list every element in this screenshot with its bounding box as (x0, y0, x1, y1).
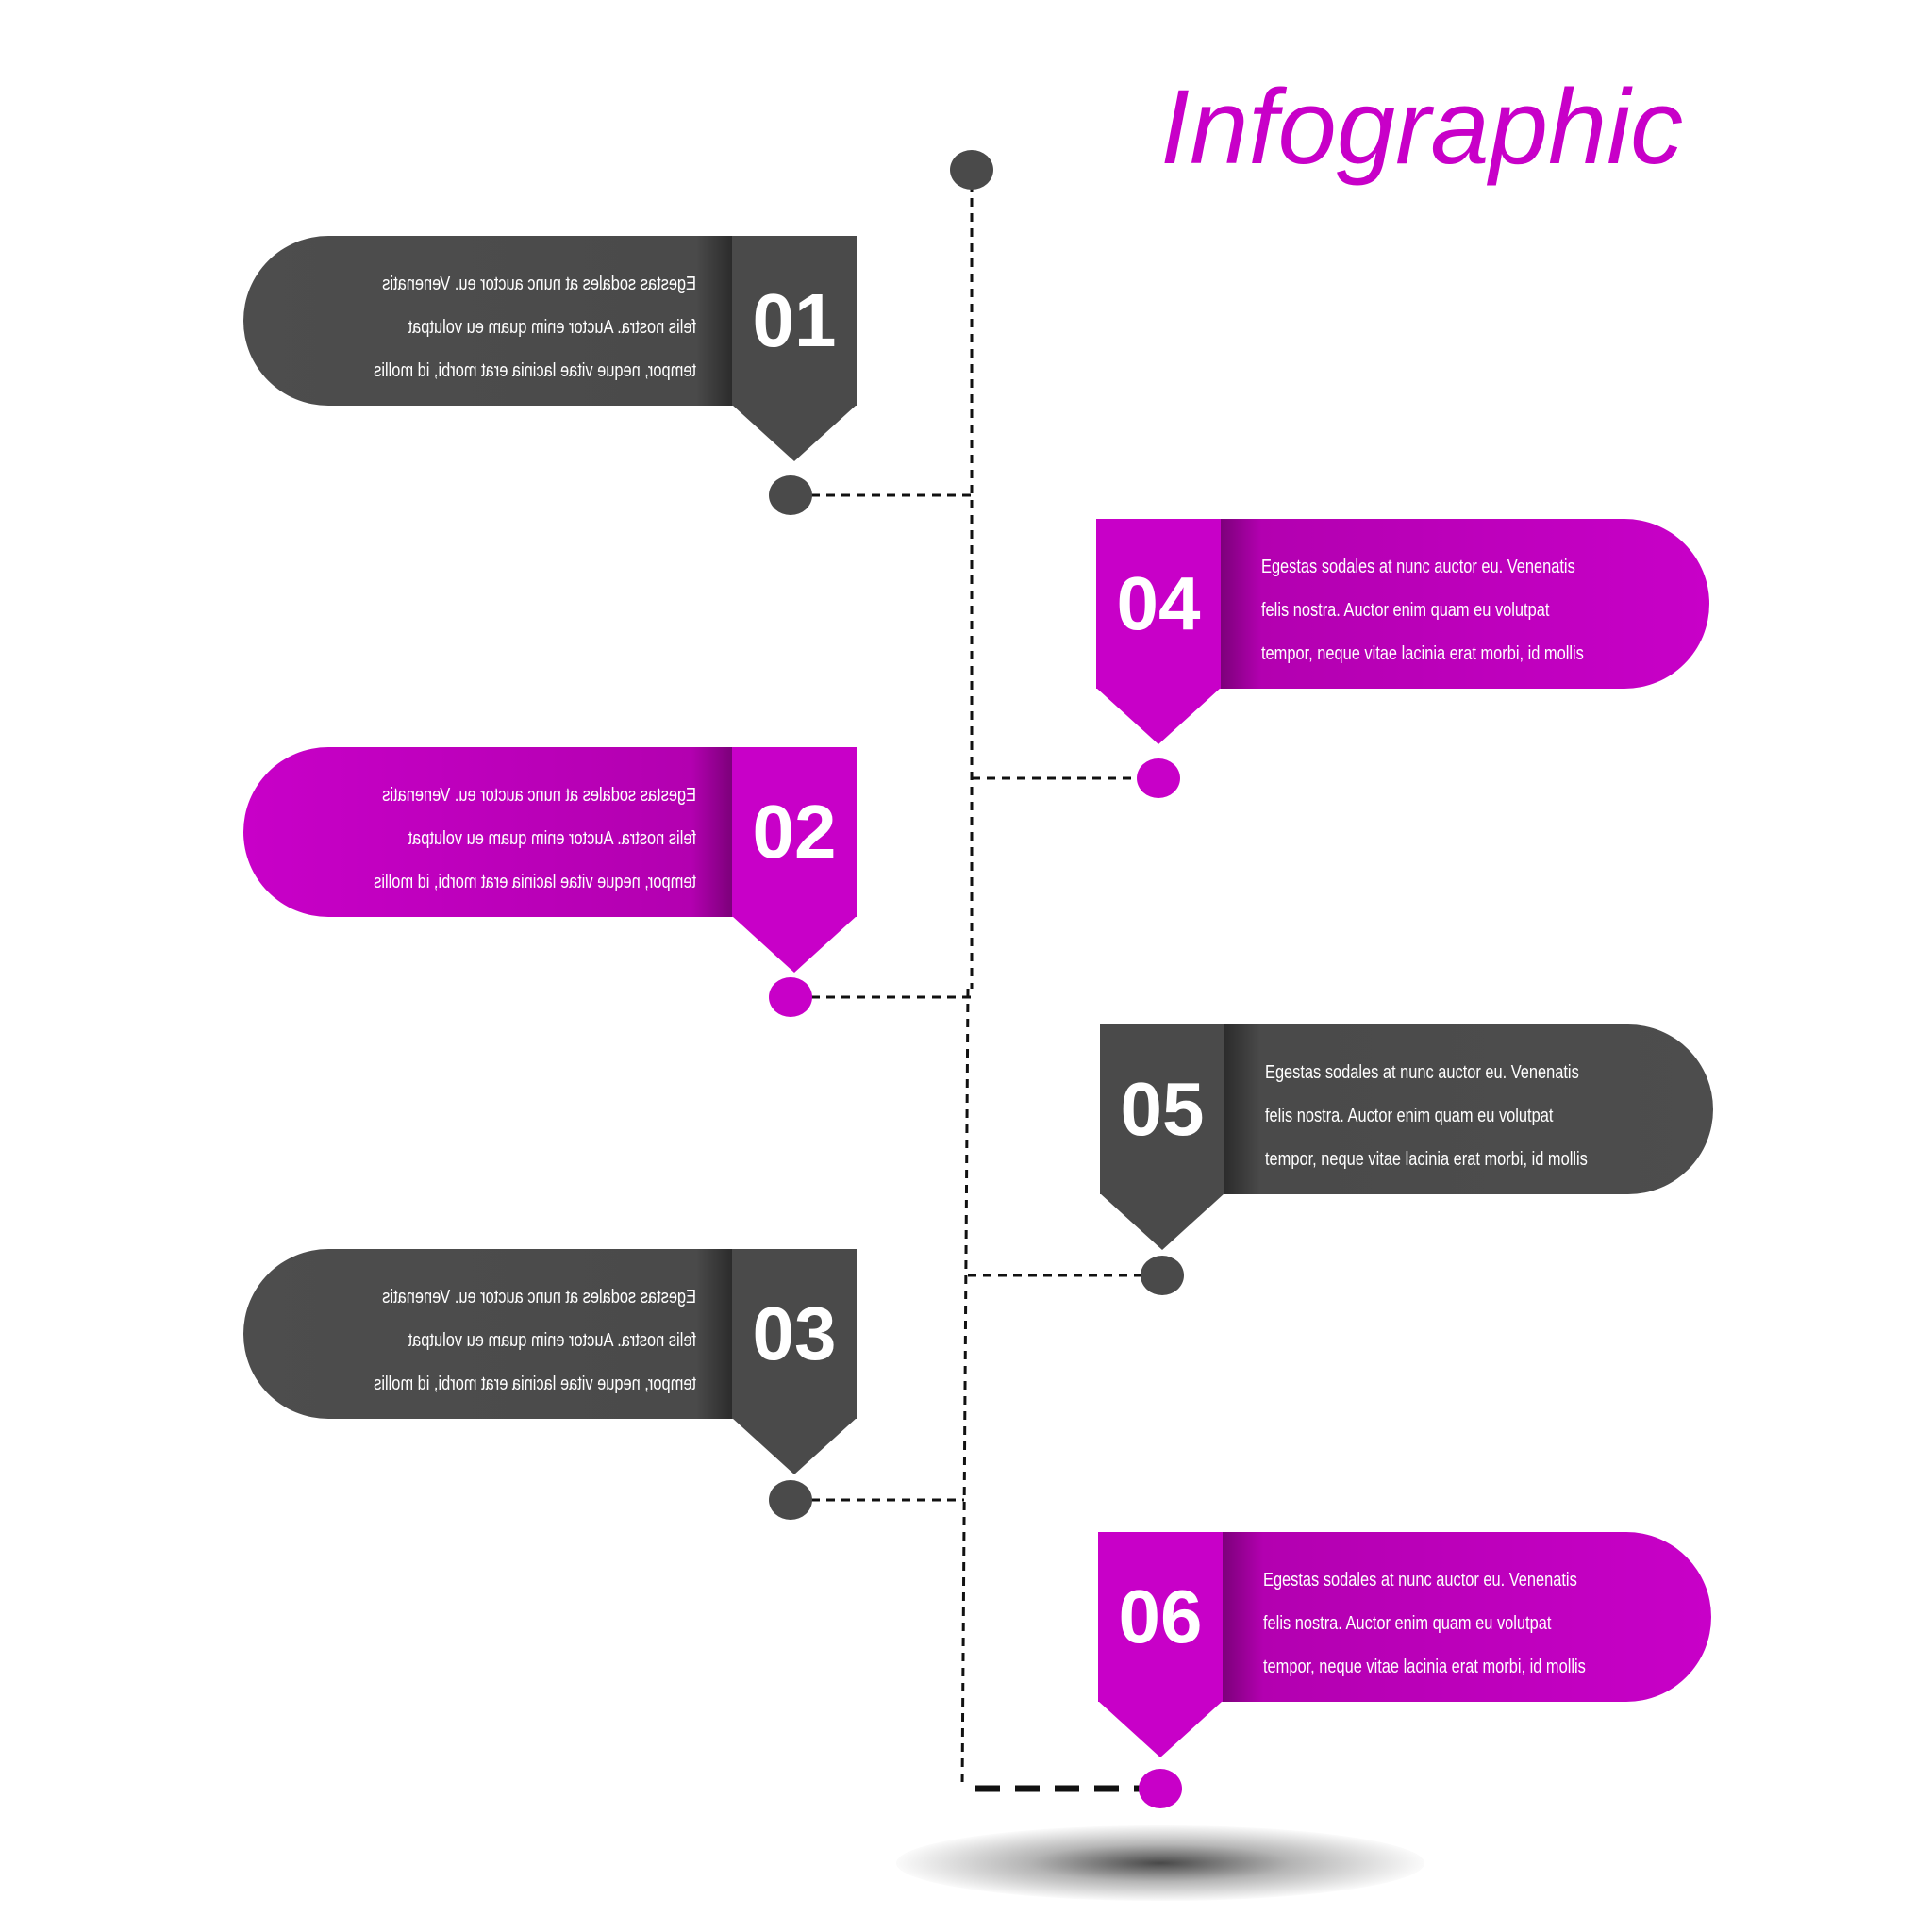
step-card-body (243, 747, 734, 917)
node-04 (1137, 758, 1180, 798)
step-card-body (243, 236, 734, 406)
step-card-body (1219, 519, 1709, 689)
step-card-03: 03 Egestas sodales at nunc auctor eu. Ve… (243, 1249, 857, 1474)
step-description: Egestas sodales at nunc auctor eu. Venen… (374, 274, 696, 381)
node-06 (1139, 1769, 1182, 1808)
step-description: Egestas sodales at nunc auctor eu. Venen… (1263, 1570, 1586, 1677)
step-tab-pointer (1098, 1701, 1223, 1757)
step-description: Egestas sodales at nunc auctor eu. Venen… (374, 1287, 696, 1394)
step-number-tab (732, 1249, 857, 1419)
step-card-06: 06 Egestas sodales at nunc auctor eu. Ve… (1098, 1532, 1711, 1757)
step-number: 05 (1120, 1067, 1205, 1151)
step-number: 06 (1118, 1574, 1203, 1658)
step-number: 03 (752, 1291, 837, 1375)
step-number: 02 (752, 790, 837, 874)
step-tab-pointer (1096, 688, 1221, 744)
ground-shadow (896, 1825, 1424, 1901)
node-05 (1141, 1256, 1184, 1295)
step-card-body (1223, 1024, 1713, 1194)
step-description: Egestas sodales at nunc auctor eu. Venen… (374, 785, 696, 892)
step-card-01: 01 Egestas sodales at nunc auctor eu. Ve… (243, 236, 857, 461)
step-tab-pointer (732, 1418, 857, 1474)
step-tab-pointer (732, 916, 857, 973)
step-number-tab (1096, 519, 1221, 689)
step-number-tab (732, 747, 857, 917)
step-card-body (243, 1249, 734, 1419)
step-description: Egestas sodales at nunc auctor eu. Venen… (1265, 1062, 1588, 1170)
step-tab-pointer (1100, 1193, 1224, 1250)
step-number: 01 (752, 278, 837, 362)
step-card-02: 02 Egestas sodales at nunc auctor eu. Ve… (243, 747, 857, 973)
node-03 (769, 1480, 812, 1520)
node-01 (769, 475, 812, 515)
step-card-body (1221, 1532, 1711, 1702)
step-number: 04 (1116, 561, 1201, 645)
timeline-top-node (950, 150, 993, 190)
node-02 (769, 977, 812, 1017)
step-card-04: 04 Egestas sodales at nunc auctor eu. Ve… (1096, 519, 1709, 744)
page-title: Infographic (1160, 68, 1684, 186)
step-number-tab (1098, 1532, 1223, 1702)
step-number-tab (732, 236, 857, 406)
step-number-tab (1100, 1024, 1224, 1194)
step-tab-pointer (732, 405, 857, 461)
timeline-trunk-line-lower (960, 988, 970, 1789)
step-card-05: 05 Egestas sodales at nunc auctor eu. Ve… (1100, 1024, 1713, 1250)
step-description: Egestas sodales at nunc auctor eu. Venen… (1261, 557, 1584, 664)
